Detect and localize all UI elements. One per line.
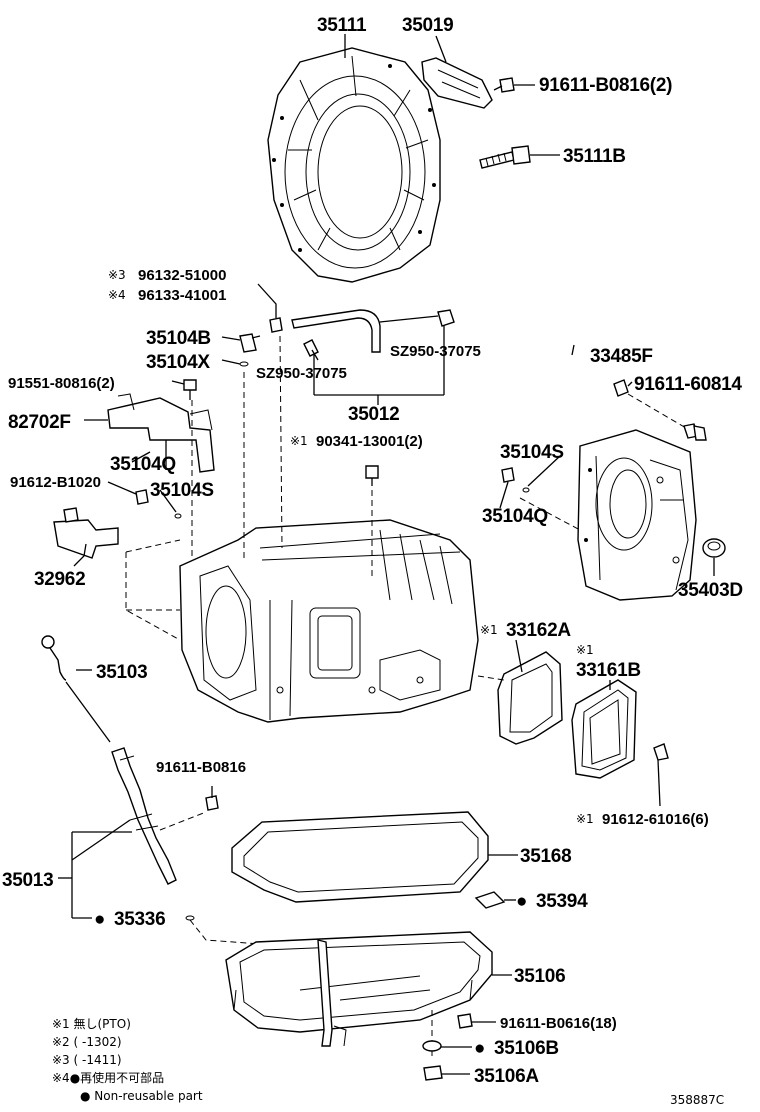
sensor-96132 (257, 283, 283, 333)
figure-id: 358887C (670, 1093, 724, 1107)
mark-3: ※3 (108, 268, 126, 282)
extension-housing (577, 429, 697, 601)
label-35336: 35336 (114, 909, 165, 930)
label-sz950-lower: SZ950-37075 (256, 365, 347, 382)
bolt-91612-61016 (653, 743, 669, 761)
bracket-82702f (107, 393, 215, 473)
label-32962: 32962 (34, 569, 85, 590)
legend-line-3: ※3 ( -1411) (52, 1053, 122, 1067)
label-33161b: 33161B (576, 660, 641, 681)
label-90341-13001-2: 90341-13001(2) (316, 433, 423, 450)
label-35104q-right: 35104Q (482, 506, 548, 527)
bracket-32962 (53, 519, 119, 559)
mark-1-91612: ※1 (576, 812, 594, 826)
bolt-91611-b0816 (205, 795, 219, 811)
drain-plug-35106a (423, 1065, 443, 1081)
label-91551-80816-2: 91551-80816(2) (8, 375, 115, 392)
label-35394-bullet: ● (516, 891, 527, 912)
label-91611-b0816: 91611-B0816 (156, 759, 246, 776)
mark-1-90341: ※1 (290, 434, 308, 448)
converter-housing (267, 47, 441, 283)
label-35103: 35103 (96, 662, 147, 683)
label-35104s-left: 35104S (150, 480, 214, 501)
label-35019: 35019 (402, 15, 453, 36)
label-33485f: 33485F (590, 346, 653, 367)
legend-line-2: ※2 ( -1302) (52, 1035, 122, 1049)
oil-pan-35106 (225, 931, 493, 1047)
bolt-91611-b0816-2 (493, 77, 515, 93)
label-91612-61016-6: 91612-61016(6) (602, 811, 709, 828)
legend-line-4: ※4●再使用不可部品 (52, 1070, 164, 1085)
label-35106b-bullet: ● (474, 1038, 485, 1059)
bracket-35019 (421, 57, 493, 109)
magnet-35394 (474, 891, 506, 909)
bolt-91611-60814 (683, 423, 707, 441)
plug-35104q-right (501, 467, 515, 483)
plug-33485f (613, 379, 629, 397)
label-35111: 35111 (317, 15, 367, 36)
label-35104b: 35104B (146, 328, 211, 349)
label-33162a: 33162A (506, 620, 571, 641)
gasket-33162a (497, 651, 563, 745)
label-35104x: 35104X (146, 352, 210, 373)
oil-pan-gasket-35168 (231, 811, 489, 903)
label-35013: 35013 (2, 870, 53, 891)
gasket-35106b (422, 1040, 442, 1052)
label-35106: 35106 (514, 966, 565, 987)
label-35106b: 35106B (494, 1038, 559, 1059)
label-35104q-left: 35104Q (110, 454, 176, 475)
label-91611-b0616-18: 91611-B0616(18) (500, 1015, 617, 1032)
mark-1-33162a: ※1 (480, 623, 498, 637)
bolt-91551 (183, 379, 197, 400)
label-sz950-upper: SZ950-37075 (390, 343, 481, 360)
label-35336-bullet: ● (94, 909, 105, 930)
label-35394: 35394 (536, 891, 588, 912)
plug-35104q-left (135, 489, 149, 505)
bolt-35111b (479, 145, 531, 169)
label-91611-60814: 91611-60814 (634, 374, 742, 395)
legend-line-5: ● Non-reusable part (80, 1089, 203, 1103)
label-35012: 35012 (348, 404, 399, 425)
legend-line-1: ※1 無し(PTO) (52, 1016, 131, 1031)
filler-tube-35013 (111, 747, 177, 885)
oil-pipe-35012 (291, 309, 455, 357)
mark-1-33161b: ※1 (576, 643, 594, 657)
plug-35104b (239, 333, 261, 353)
bolt-90341 (365, 465, 379, 486)
mark-4: ※4 (108, 288, 126, 302)
label-35106a: 35106A (474, 1066, 539, 1087)
label-35403d: 35403D (678, 580, 743, 601)
bolt-91612-b1020 (63, 507, 79, 523)
bolt-91611-b0616 (457, 1013, 473, 1029)
label-91611-b0816-2: 91611-B0816(2) (539, 75, 672, 96)
label-96132-51000: 96132-51000 (138, 267, 226, 284)
cover-33161b (571, 679, 637, 779)
label-82702f: 82702F (8, 412, 71, 433)
label-35168: 35168 (520, 846, 571, 867)
label-35104s-right: 35104S (500, 442, 564, 463)
dipstick-35103 (41, 635, 111, 743)
label-91612-b1020: 91612-B1020 (10, 474, 101, 491)
plug-35403d (702, 538, 726, 558)
label-96133-41001: 96133-41001 (138, 287, 226, 304)
transmission-case (179, 519, 479, 723)
label-35111b: 35111B (563, 146, 626, 167)
